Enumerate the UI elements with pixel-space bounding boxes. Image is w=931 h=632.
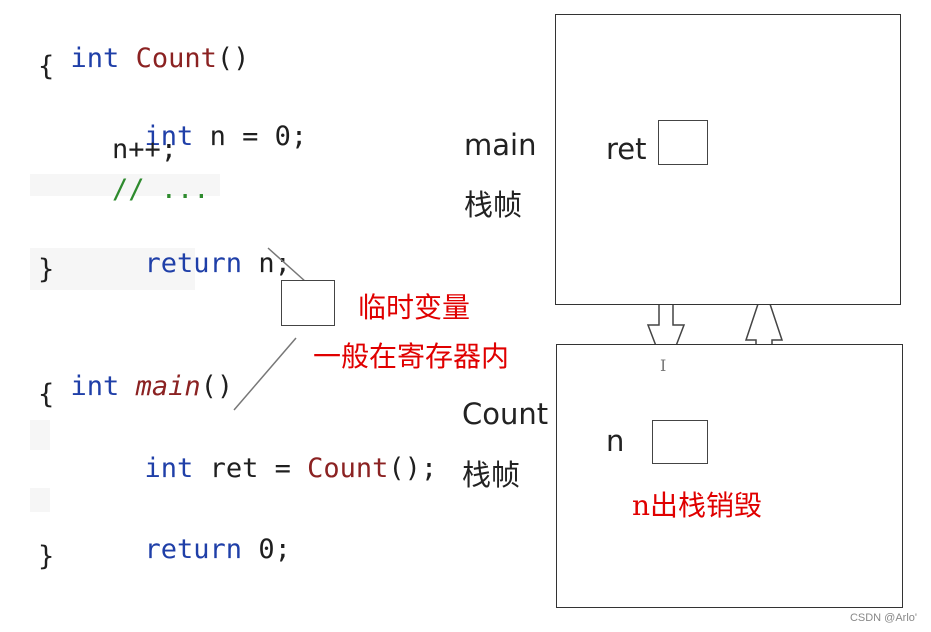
code-shade-2 bbox=[30, 248, 195, 290]
main-var-ret-box bbox=[658, 120, 708, 165]
function-call-count: Count bbox=[307, 453, 389, 484]
keyword-int: int bbox=[144, 453, 194, 484]
function-name-count: Count bbox=[135, 43, 217, 74]
main-open-brace: { bbox=[38, 379, 55, 410]
main-frame-subtitle: 栈帧 bbox=[464, 188, 523, 222]
main-frame-title: main bbox=[464, 128, 537, 162]
main-line-call-count: int ret = Count(); bbox=[112, 418, 438, 486]
temp-variable-box bbox=[281, 280, 335, 326]
main-line-return: return 0; bbox=[112, 499, 291, 567]
code-text: n = 0; bbox=[209, 121, 308, 152]
count-close-brace: } bbox=[38, 254, 55, 285]
code-text: ret = bbox=[209, 453, 291, 484]
count-line-increment: n++; bbox=[112, 134, 178, 165]
connector-temp-to-call bbox=[233, 337, 297, 411]
temp-variable-label: 临时变量 bbox=[358, 291, 471, 324]
code-text: 0; bbox=[258, 534, 291, 565]
count-frame-title: Count bbox=[462, 397, 551, 431]
function-name-main: main bbox=[135, 371, 201, 402]
count-var-n-box bbox=[652, 420, 708, 464]
keyword-return: return bbox=[144, 534, 243, 565]
code-shade-4 bbox=[30, 488, 50, 512]
code-shade-3 bbox=[30, 420, 50, 450]
count-open-brace: { bbox=[38, 51, 55, 82]
count-frame-subtitle: 栈帧 bbox=[462, 458, 521, 492]
count-line-declare-n: int n = 0; bbox=[112, 86, 308, 154]
watermark: CSDN @Arlo' bbox=[849, 612, 917, 624]
keyword-return: return bbox=[144, 248, 243, 279]
parens: () bbox=[216, 43, 250, 74]
count-line-comment: // ... bbox=[112, 174, 210, 205]
parens: () bbox=[200, 371, 234, 402]
keyword-int: int bbox=[70, 43, 120, 74]
count-line-return: return n; bbox=[112, 213, 291, 281]
code-text: n; bbox=[258, 248, 291, 279]
main-function-signature: int main() bbox=[38, 336, 234, 404]
temp-variable-register-note: 一般在寄存器内 bbox=[313, 340, 510, 373]
main-close-brace: } bbox=[38, 541, 55, 572]
count-function-signature: int Count() bbox=[38, 8, 250, 76]
code-shade-1 bbox=[30, 174, 220, 196]
text-cursor-icon: I bbox=[660, 356, 667, 375]
keyword-int: int bbox=[70, 371, 120, 402]
code-text: (); bbox=[388, 453, 438, 484]
n-destroyed-note: n出栈销毁 bbox=[632, 489, 763, 522]
main-stack-frame bbox=[555, 14, 901, 305]
main-var-ret-label: ret bbox=[606, 132, 647, 166]
count-var-n-label: n bbox=[606, 424, 625, 458]
count-stack-frame bbox=[556, 344, 903, 608]
keyword-int: int bbox=[144, 121, 194, 152]
